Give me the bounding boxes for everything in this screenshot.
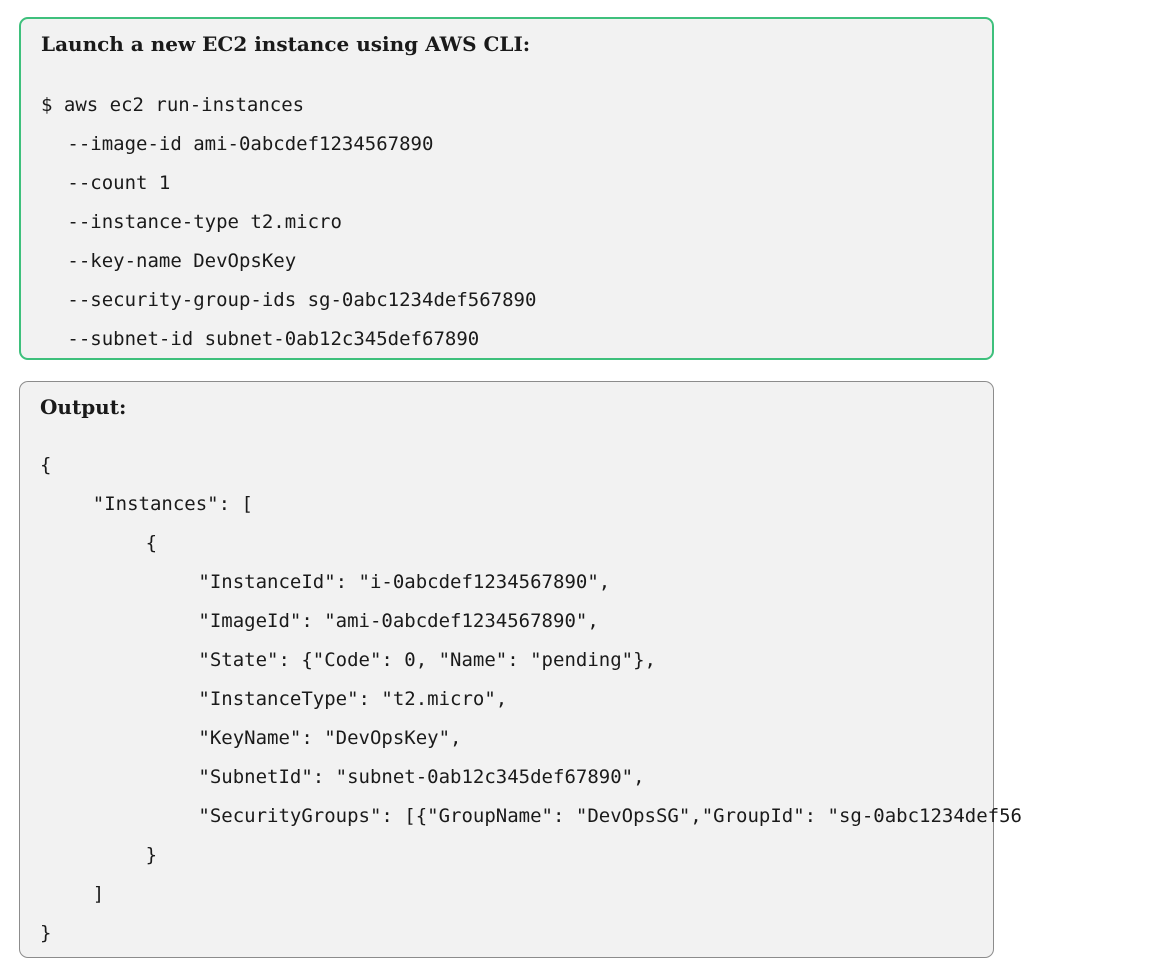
code-line: } [145,844,158,866]
code-line: "State": {"Code": 0, "Name": "pending"}, [198,649,656,671]
code-line: "Instances": [ [92,493,253,515]
command-code-block: Launch a new EC2 instance using AWS CLI:… [19,17,994,360]
code-line: "InstanceId": "i-0abcdef1234567890", [198,571,611,593]
output-block-title: Output: [40,395,127,419]
code-line: "SubnetId": "subnet-0ab12c345def67890", [198,766,645,788]
code-line: --security-group-ids sg-0abc1234def56789… [67,289,537,311]
code-line: --instance-type t2.micro [67,211,342,233]
code-line: "ImageId": "ami-0abcdef1234567890", [198,610,599,632]
code-line: --key-name DevOpsKey [67,250,297,272]
code-line: $ aws ec2 run-instances [41,94,305,116]
command-block-title: Launch a new EC2 instance using AWS CLI: [41,32,531,56]
code-line: --image-id ami-0abcdef1234567890 [67,133,434,155]
code-line: "SecurityGroups": [{"GroupName": "DevOps… [198,805,1022,827]
code-line: { [40,454,52,476]
output-code-block: Output: { "Instances": [ { "InstanceId": "i… [19,381,1022,958]
code-line: "KeyName": "DevOpsKey", [198,727,462,749]
code-line: } [40,922,52,944]
code-line: { [145,532,158,554]
code-line: ] [92,883,105,905]
code-line: "InstanceType": "t2.micro", [198,688,508,710]
code-line: --subnet-id subnet-0ab12c345def67890 [67,328,480,350]
code-line: --count 1 [67,172,171,194]
